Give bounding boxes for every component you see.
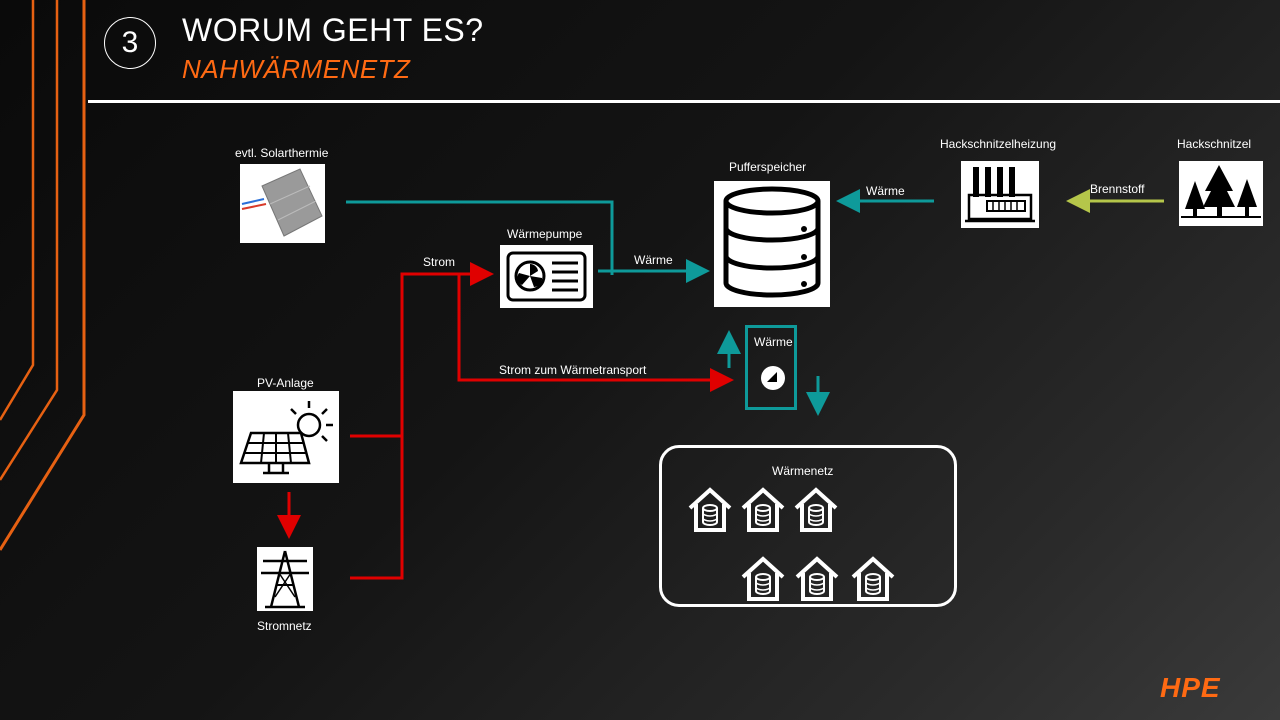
pv-anlage-label: PV-Anlage — [257, 376, 314, 390]
house-icon — [688, 488, 732, 532]
page-subtitle: NAHWÄRMENETZ — [182, 54, 411, 84]
trees-icon — [1179, 161, 1263, 226]
strom-label: Strom — [423, 255, 456, 269]
brennstoff-label: Brennstoff — [1090, 182, 1145, 196]
power-pylon-icon — [257, 547, 313, 611]
house-icon — [851, 557, 895, 601]
strom-transport-label: Strom zum Wärmetransport — [499, 363, 647, 377]
buffer-storage-icon — [714, 181, 830, 307]
pump-waerme-label: Wärme — [754, 335, 793, 349]
house-icon — [795, 557, 839, 601]
header-divider — [88, 100, 1280, 103]
heat-pump-icon — [500, 245, 593, 308]
waermepumpe-label: Wärmepumpe — [507, 227, 583, 241]
stromnetz-label: Stromnetz — [257, 619, 312, 633]
page-title: WORUM GEHT ES? — [182, 12, 484, 48]
pump-icon — [759, 364, 787, 392]
circulation-pump-box — [745, 325, 797, 410]
hackschnitzel-label: Hackschnitzel — [1177, 137, 1252, 151]
pufferspeicher-label: Pufferspeicher — [729, 160, 807, 174]
house-icon — [741, 488, 785, 532]
company-logo: HPE — [1160, 672, 1221, 703]
factory-icon — [961, 161, 1039, 228]
slide-number-badge: 3 — [104, 17, 156, 69]
house-icon — [741, 557, 785, 601]
waermenetz-label: Wärmenetz — [772, 464, 834, 478]
hackschnitzelheizung-label: Hackschnitzelheizung — [940, 137, 1057, 151]
solar-heat-line — [346, 200, 614, 275]
solar-panel-icon — [233, 391, 339, 483]
house-icon — [794, 488, 838, 532]
heat-network-box — [659, 445, 957, 607]
waerme-heizung-label: Wärme — [866, 184, 905, 198]
grid-power-line — [350, 262, 494, 580]
waerme-wp-label: Wärme — [634, 253, 673, 267]
solarthermie-label: evtl. Solarthermie — [235, 146, 329, 160]
solar-thermal-icon — [240, 164, 325, 243]
transport-power-line — [457, 274, 734, 392]
